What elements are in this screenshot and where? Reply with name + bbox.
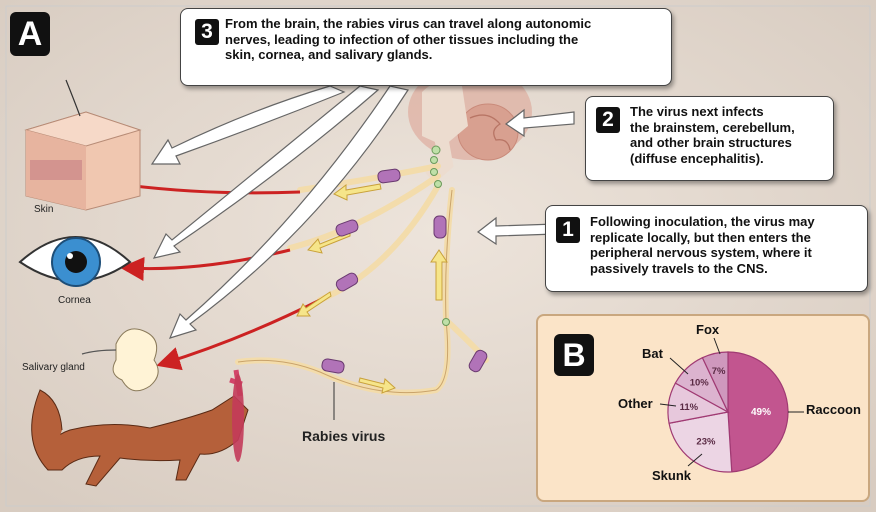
callout-step-2: 2 The virus next infects the brainstem, … [585, 96, 834, 181]
pie-label-other: Other [618, 396, 653, 411]
step-2-number: 2 [596, 107, 620, 133]
pie-value-other: 11% [680, 402, 699, 413]
step-3-text: From the brain, the rabies virus can tra… [225, 16, 591, 63]
leader-line-bat [670, 358, 688, 374]
label-rabies-virus: Rabies virus [302, 428, 385, 444]
pie-label-bat: Bat [642, 346, 663, 361]
panel-b-pie-chart: B 49%23%11%10%7% Fox Bat Other Skunk Rac… [536, 314, 870, 502]
step-2-text: The virus next infects the brainstem, ce… [630, 104, 795, 166]
pie-label-fox: Fox [696, 322, 719, 337]
label-skin: Skin [34, 204, 53, 215]
panel-a-letter: A [10, 12, 50, 56]
pie-value-bat: 10% [690, 377, 710, 388]
step-1-text: Following inoculation, the virus may rep… [590, 214, 815, 276]
pie-label-raccoon: Raccoon [806, 402, 861, 417]
pie-value-skunk: 23% [696, 436, 716, 447]
callout-step-1: 1 Following inoculation, the virus may r… [545, 205, 868, 292]
pie-value-raccoon: 49% [751, 407, 771, 418]
pie-value-fox: 7% [712, 366, 726, 377]
step-1-number: 1 [556, 217, 580, 243]
step-3-number: 3 [195, 19, 219, 45]
leader-line-fox [714, 338, 720, 354]
label-cornea: Cornea [58, 295, 91, 306]
label-salivary-gland: Salivary gland [22, 362, 85, 373]
callout-step-3: 3 From the brain, the rabies virus can t… [180, 8, 672, 86]
pie-label-skunk: Skunk [652, 468, 691, 483]
